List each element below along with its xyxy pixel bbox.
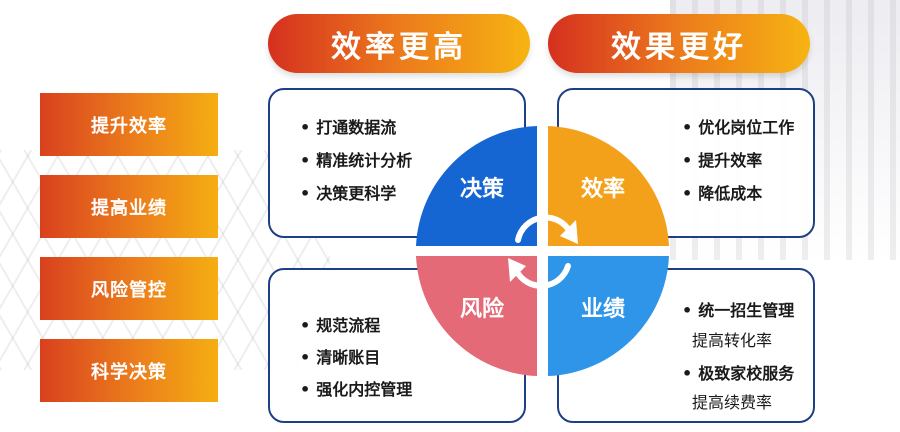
rotate-arrow-icon [515,214,573,243]
banner-higher-efficiency: 效率更高 [268,14,530,73]
bullet-text: 统一招生管理 [698,301,795,320]
arrowhead-icon [560,220,578,244]
bullet-dot: • [682,118,693,137]
bullet-dot: • [682,301,693,320]
bullet-dot: • [300,348,311,367]
bullet-text: 极致家校服务 [698,364,795,383]
bullet-dot: • [300,184,311,203]
bullet-dot: • [300,380,311,399]
rotate-arrow-icon [513,263,571,289]
bullet-subtext: 提高转化率 [692,331,773,350]
bullet-item: • 极致家校服务 [682,360,794,384]
bullet-text: 精准统计分析 [316,151,413,170]
left-item-label: 科学决策 [91,361,167,383]
bullet-dot: • [300,316,311,335]
bullet-item: • 规范流程 [300,312,380,336]
bullet-dot: • [300,151,311,170]
bullet-text: 规范流程 [316,316,381,335]
banner-label: 效果更好 [611,29,747,65]
quadrant-risk [416,256,537,376]
bullet-text: 优化岗位工作 [698,118,795,137]
bullet-text: 决策更科学 [316,184,397,203]
bullet-text: 强化内控管理 [316,380,413,399]
bullet-text: 降低成本 [698,184,763,203]
bullet-subtext: 提高续费率 [692,393,773,412]
bullet-item: • 提升效率 [682,147,762,171]
bullet-item: • 统一招生管理 [682,297,794,321]
arrowhead-icon [508,258,526,282]
quadrant-efficiency [548,126,669,246]
quadrant-label-decision: 决策 [460,176,505,202]
bullet-text: 提升效率 [698,151,763,170]
bullet-dot: • [300,118,311,137]
bullet-text: 清晰账目 [316,348,381,367]
bullet-dot: • [682,184,693,203]
left-item-risk: 风险管控 [40,257,218,320]
bullet-item: • 优化岗位工作 [682,114,794,138]
quadrant-circle: 决策 效率 风险 业绩 [416,126,669,376]
banner-label: 效率更高 [331,29,467,65]
quadrant-decision [416,126,537,246]
quadrant-performance [548,256,669,376]
quadrant-label-risk: 风险 [460,296,505,322]
quadrant-label-performance: 业绩 [581,296,625,322]
left-item-label: 风险管控 [91,279,167,301]
bullet-item: • 清晰账目 [300,344,380,368]
left-item-performance: 提高业绩 [40,175,218,238]
bullet-item: • 精准统计分析 [300,147,412,171]
bullet-dot: • [682,364,693,383]
bullet-dot: • [682,151,693,170]
bullet-item: • 强化内控管理 [300,376,412,400]
bullet-text: 打通数据流 [316,118,397,137]
banner-better-results: 效果更好 [548,14,810,73]
quadrant-label-efficiency: 效率 [581,176,625,202]
left-item-decision: 科学决策 [40,339,218,402]
left-item-label: 提升效率 [91,115,167,137]
bullet-item: • 决策更科学 [300,180,396,204]
left-item-label: 提高业绩 [91,197,167,219]
bullet-item: • 打通数据流 [300,114,396,138]
left-item-efficiency: 提升效率 [40,93,218,156]
bullet-item: • 降低成本 [682,180,762,204]
